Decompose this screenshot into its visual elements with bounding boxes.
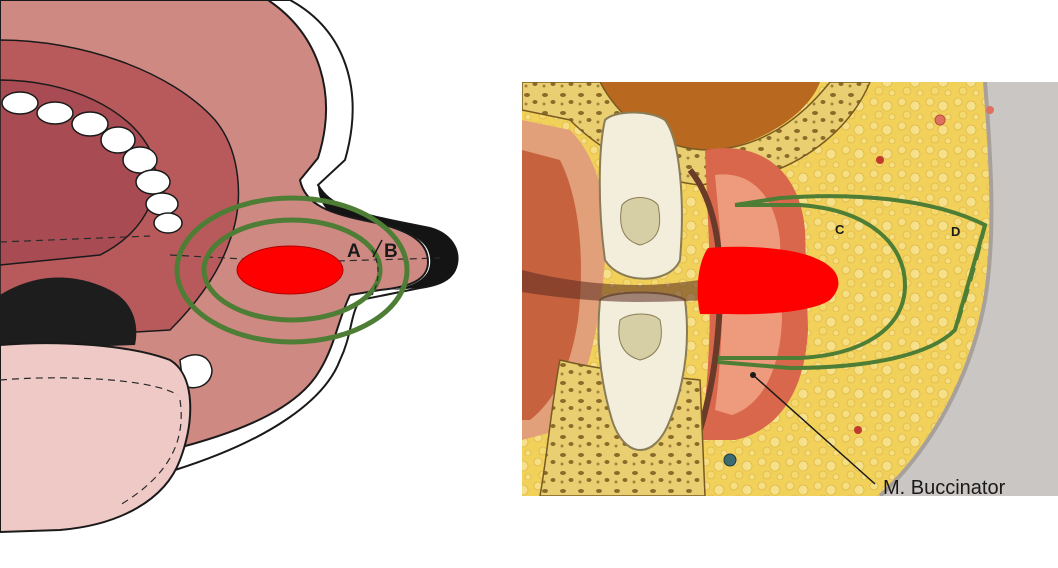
label-c: C — [835, 222, 845, 237]
buccinator-point — [750, 372, 756, 378]
label-d: D — [951, 224, 960, 239]
upper-tooth — [600, 113, 682, 279]
left-panel — [0, 0, 458, 532]
tongue — [0, 343, 190, 532]
label-a: A — [347, 241, 361, 262]
label-b: B — [384, 241, 398, 262]
label-buccinator: M. Buccinator — [883, 477, 1006, 499]
tumor-left — [237, 246, 343, 294]
right-panel — [522, 82, 1058, 496]
